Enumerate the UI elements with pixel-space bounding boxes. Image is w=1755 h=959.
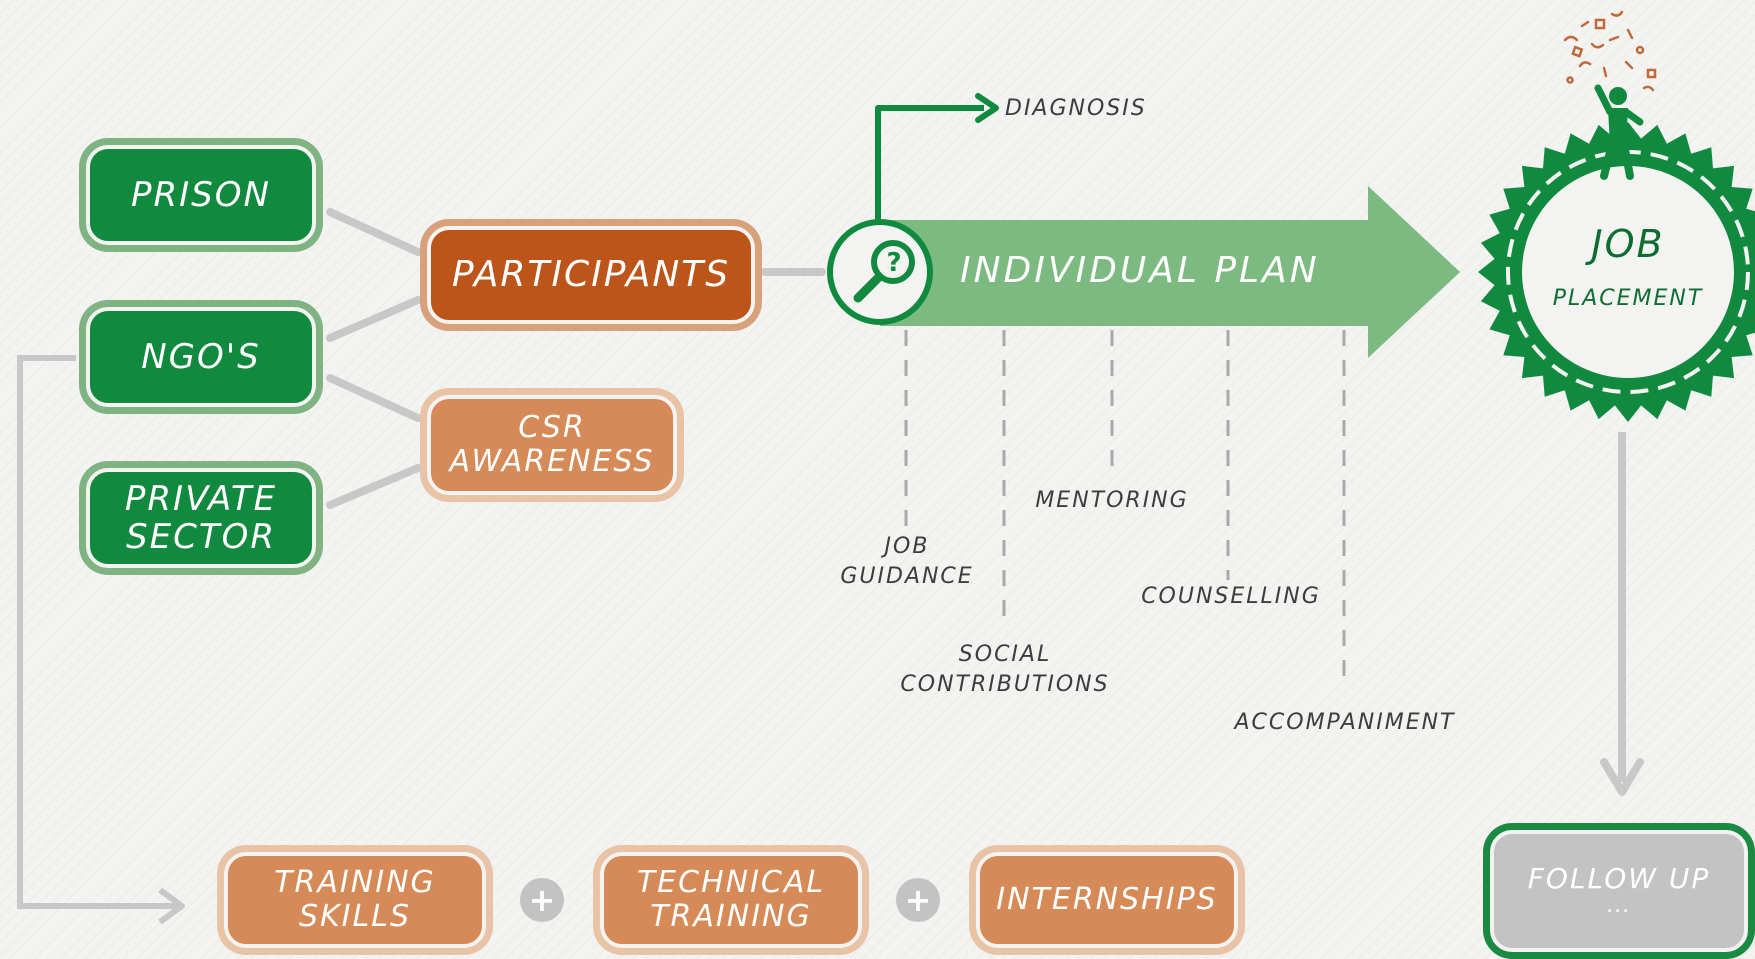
connector-private-csr [326, 464, 422, 509]
connector-ngos-csr [326, 374, 422, 422]
follow-up-more: ... [1607, 893, 1631, 919]
connector-job-followup-arrowhead [1600, 758, 1644, 796]
step-label-mentoring: MENTORING [1035, 488, 1189, 513]
question-icon: ? [886, 248, 902, 278]
confetti-icon [1563, 10, 1657, 92]
step-label-job-guidance: JOB GUIDANCE [840, 534, 974, 589]
job-placement-title: JOB [1591, 222, 1665, 266]
connector-ngos-training [17, 355, 178, 909]
diagnosis-arrowhead [975, 93, 999, 123]
job-placement-subtitle: PLACEMENT [1552, 286, 1704, 311]
training-box-internships: INTERNSHIPS [976, 852, 1238, 948]
follow-up-label: FOLLOW UP [1527, 862, 1711, 895]
source-box-ngos: NGO'S [86, 307, 316, 407]
magnifier-icon [871, 240, 915, 284]
source-box-prison: PRISON [86, 145, 316, 245]
job-placement-seal [1478, 122, 1755, 422]
plus-icon-1: + [520, 878, 564, 922]
connector-ngos-training-arrowhead [158, 887, 185, 925]
magnifier-badge [827, 219, 933, 325]
csr-awareness-box: CSR AWARENESS [427, 395, 677, 495]
diagnosis-label: DIAGNOSIS [1005, 96, 1147, 121]
step-label-counselling: COUNSELLING [1141, 584, 1321, 609]
celebrating-person-icon [1594, 84, 1644, 180]
training-box-skills: TRAINING SKILLS [224, 852, 486, 948]
step-label-social-contributions: SOCIAL CONTRIBUTIONS [900, 642, 1110, 697]
plus-icon-2: + [896, 878, 940, 922]
diagnosis-arrow [875, 105, 984, 220]
follow-up-box: FOLLOW UP ... [1490, 830, 1748, 952]
connector-ngos-participants [326, 296, 422, 342]
training-box-technical: TECHNICAL TRAINING [600, 852, 862, 948]
plan-step-lines [904, 330, 1346, 690]
source-connectors [326, 208, 826, 509]
connector-prison-participants [326, 208, 422, 256]
participants-box: PARTICIPANTS [427, 226, 755, 324]
step-label-accompaniment: ACCOMPANIMENT [1234, 710, 1456, 735]
source-box-private-sector: PRIVATE SECTOR [86, 468, 316, 568]
individual-plan-label: INDIVIDUAL PLAN [960, 250, 1320, 291]
individual-plan-arrow [880, 186, 1460, 358]
